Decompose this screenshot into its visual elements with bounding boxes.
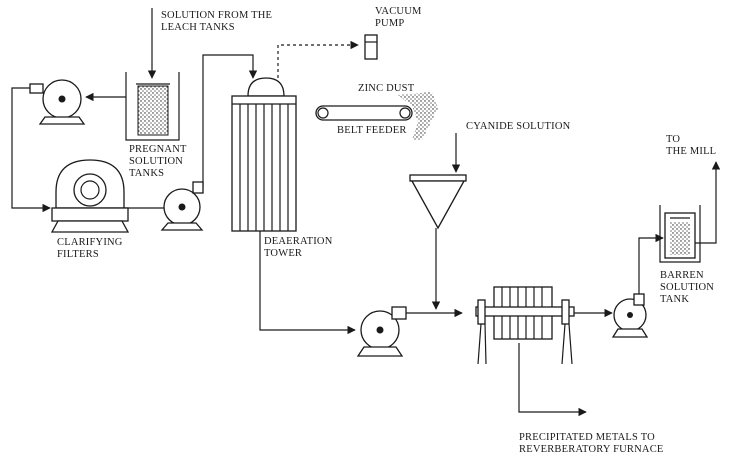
label-cyanide-solution: CYANIDE SOLUTION [466, 121, 571, 132]
barren-to-mill-line [690, 161, 721, 244]
vacuum-pump [364, 34, 378, 60]
label-belt-feeder: BELT FEEDER [337, 125, 407, 136]
pregnant-solution-tank [125, 72, 180, 141]
clarifying-filter [50, 159, 130, 233]
deaeration-tower [231, 77, 297, 232]
tower-to-pump3-line [259, 231, 356, 335]
pump-2 [160, 181, 204, 231]
top-pump [29, 79, 86, 125]
zinc-dust-stream [398, 92, 438, 140]
belt-feeder [315, 105, 413, 121]
pump-to-filter-line [11, 87, 51, 213]
pump4-to-barren-line [638, 233, 664, 295]
cyanide-hopper [409, 174, 467, 230]
flow-lines [11, 8, 721, 417]
pump-4 [611, 293, 649, 338]
press-to-furnace-line [518, 343, 587, 417]
vacuum-line [277, 40, 359, 78]
pump-3 [356, 306, 407, 357]
barren-solution-tank [659, 205, 701, 263]
label-zinc-dust: ZINC DUST [358, 83, 415, 94]
filter-press [475, 286, 575, 365]
